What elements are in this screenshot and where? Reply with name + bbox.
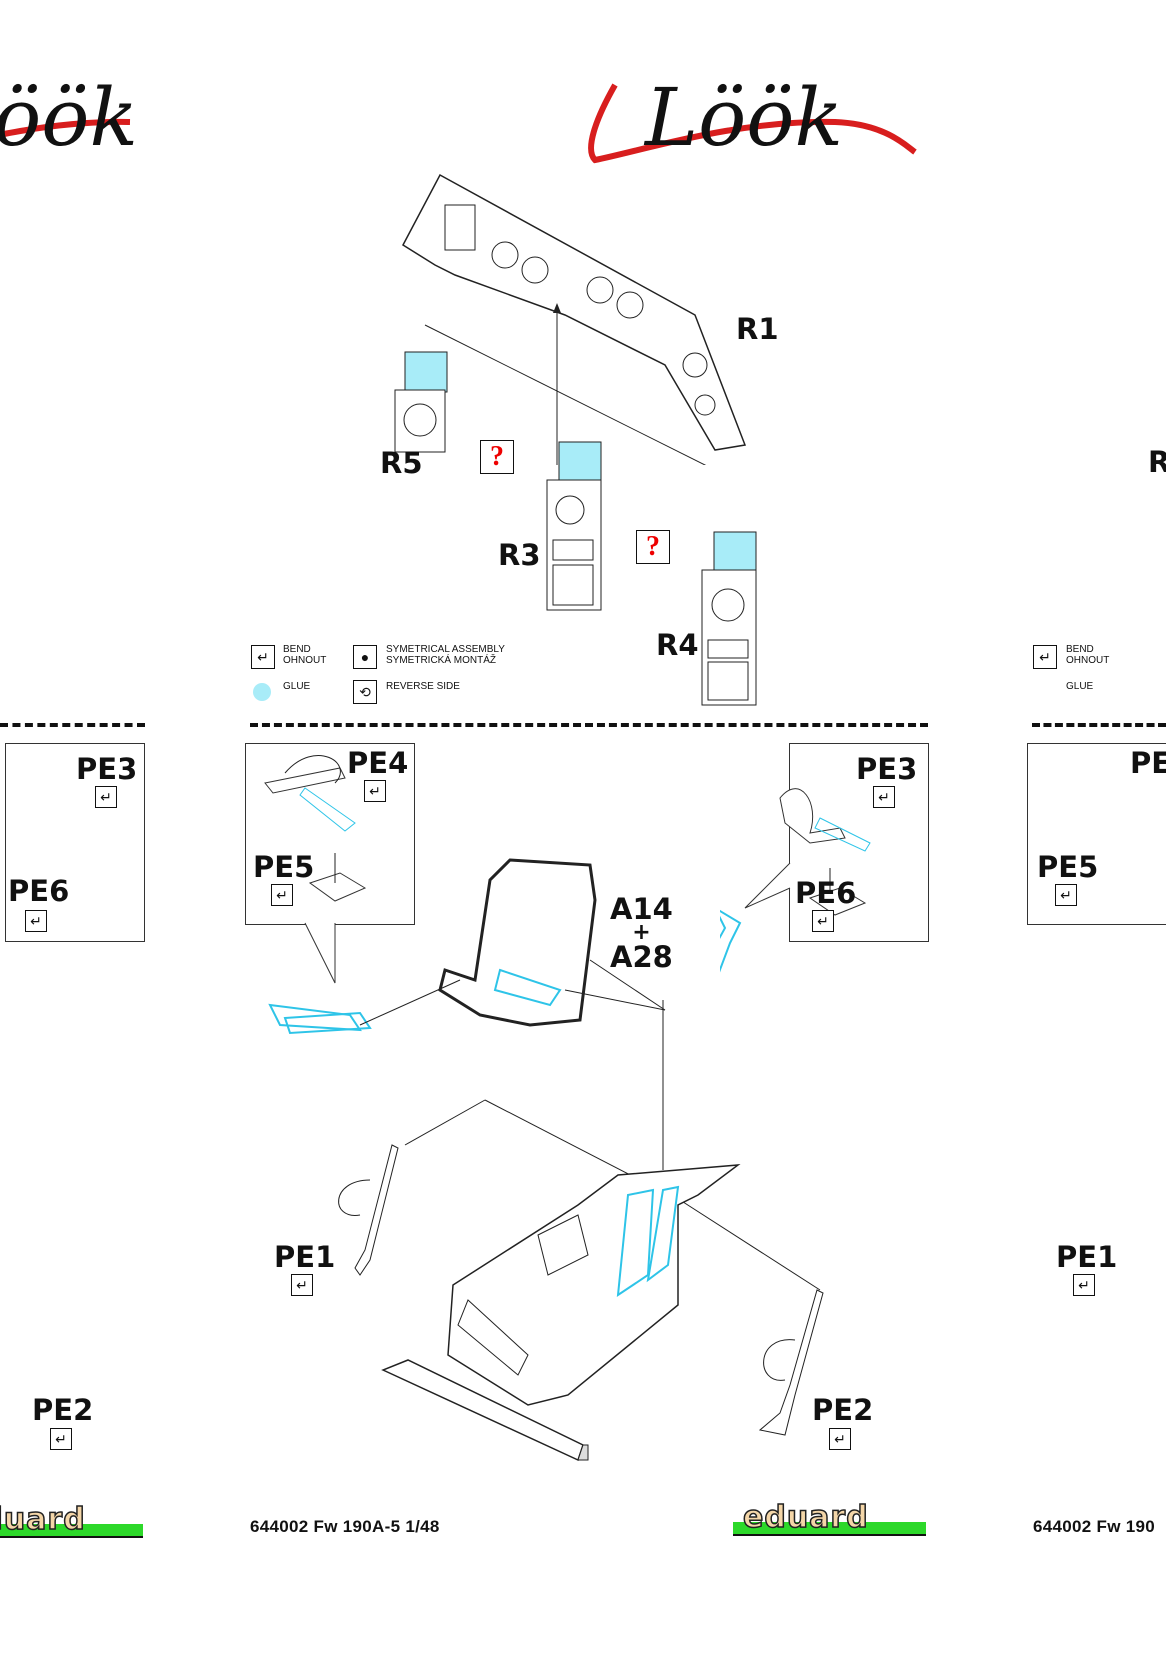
question-marker: ? — [636, 530, 670, 564]
glue-icon — [251, 680, 273, 702]
callout-drawing-pe3-pe6 — [720, 788, 871, 973]
part-label-pe5: PE5 — [253, 850, 315, 884]
part-label-pe6: PE6 — [8, 874, 70, 908]
cockpit-tub — [381, 1164, 741, 1462]
bend-icon: ↵ — [1055, 884, 1077, 906]
part-label-pe2: PE2 — [32, 1393, 94, 1427]
part-pe1 — [338, 1144, 399, 1276]
divider — [0, 723, 145, 727]
part-label-a14-a28: A14+A28 — [610, 892, 673, 974]
part-r5 — [394, 351, 448, 453]
bend-icon: ↵ — [873, 786, 895, 808]
seat-a14-a28 — [268, 858, 666, 1032]
part-pe2 — [758, 1289, 824, 1436]
footer-kit-text: 644002 Fw 190A-5 1/48 — [250, 1517, 440, 1536]
part-label-pe1: PE1 — [274, 1240, 336, 1274]
part-label-r1: R1 — [736, 312, 779, 346]
bend-icon: ↵ — [1073, 1274, 1095, 1296]
bend-icon: ↵ — [829, 1428, 851, 1450]
bend-icon: ↵ — [364, 780, 386, 802]
footer-kit-text-partial: 644002 Fw 190 — [1033, 1517, 1156, 1536]
part-label-pe2: PE2 — [812, 1393, 874, 1427]
look-logo-partial: Löök — [0, 71, 138, 164]
part-label-pe4: PE4 — [347, 746, 409, 780]
callout-pe3-pe6-partial — [5, 743, 145, 942]
legend-glue-partial: GLUE — [1066, 681, 1094, 692]
bend-icon: ↵ — [251, 645, 275, 669]
divider — [250, 723, 928, 727]
eduard-logo: eduard — [733, 1499, 926, 1536]
bend-icon: ↵ — [1033, 645, 1057, 669]
symmetrical-assembly-icon: ● — [353, 645, 377, 669]
svg-text:Löök: Löök — [643, 71, 843, 164]
part-label-r3: R3 — [498, 538, 541, 572]
bend-icon: ↵ — [95, 786, 117, 808]
divider — [1032, 723, 1166, 727]
part-label-r-partial: R — [1148, 445, 1166, 479]
part-label-pe3: PE3 — [76, 752, 138, 786]
part-label-r5: R5 — [380, 446, 423, 480]
callout-drawing-pe4-pe5 — [264, 755, 372, 1035]
part-label-pe6: PE6 — [795, 876, 857, 910]
part-r4 — [701, 531, 757, 706]
question-marker: ? — [480, 440, 514, 474]
eduard-logo-partial: eduard — [0, 1501, 143, 1538]
bend-icon: ↵ — [271, 884, 293, 906]
part-label-pe5: PE5 — [1037, 850, 1099, 884]
legend-reverse: REVERSE SIDE — [386, 681, 460, 692]
bend-icon: ↵ — [812, 910, 834, 932]
svg-text:Löök: Löök — [0, 71, 138, 164]
bend-icon: ↵ — [50, 1428, 72, 1450]
look-logo: Löök — [588, 71, 917, 164]
part-r3 — [546, 441, 602, 611]
bend-icon: ↵ — [291, 1274, 313, 1296]
legend-glue: GLUE — [283, 681, 311, 692]
reverse-side-icon: ⟲ — [353, 680, 377, 704]
part-label-pe3: PE3 — [856, 752, 918, 786]
part-label-r4: R4 — [656, 628, 699, 662]
instrument-panel-r1 — [402, 173, 747, 465]
part-label-pe4: PE4 — [1130, 746, 1166, 780]
part-label-pe1: PE1 — [1056, 1240, 1118, 1274]
bend-icon: ↵ — [25, 910, 47, 932]
callout-pe4-pe5-partial — [1027, 743, 1166, 925]
assembly-lines — [404, 1000, 821, 1291]
